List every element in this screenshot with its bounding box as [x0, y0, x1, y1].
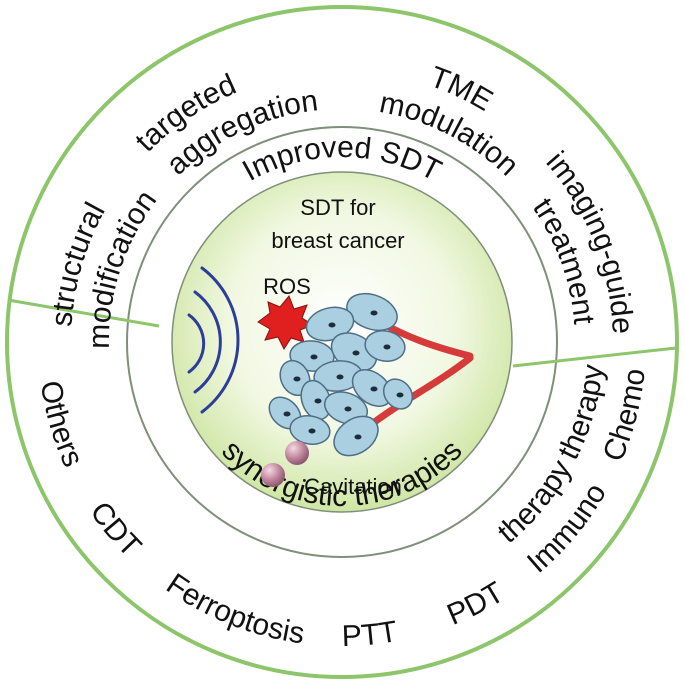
label-others: Others [34, 378, 90, 471]
cavitation-label: Cavitation [304, 474, 402, 499]
cell-nucleus-12 [354, 434, 362, 440]
cell-nucleus-4 [352, 350, 360, 356]
ultrasound-wave-icon [187, 266, 240, 414]
cell-cluster-icon [268, 292, 414, 457]
cell-nucleus-9 [314, 398, 322, 404]
cell-nucleus-13 [308, 428, 316, 434]
cell-nucleus-8 [370, 386, 378, 392]
cavitation-bubble-icon [261, 441, 309, 487]
center-title-line2: breast cancer [271, 228, 404, 253]
label-cdt: CDT [83, 496, 147, 564]
outer-ring [5, 5, 679, 679]
cell-nucleus-6 [293, 376, 301, 382]
cell-nucleus-1 [370, 310, 378, 316]
label-pdt: PDT [442, 576, 509, 632]
cell-nucleus-11 [283, 411, 291, 417]
divider-left [7, 298, 160, 328]
cell-nucleus-7 [336, 374, 344, 380]
inner-ring [126, 126, 558, 558]
divider-right [512, 346, 677, 368]
cell-nucleus-2 [328, 322, 336, 328]
cell-nucleus-10 [344, 406, 352, 412]
cell-nucleus-3 [310, 354, 318, 360]
cell-nucleus-5 [383, 344, 391, 350]
ros-label: ROS [263, 274, 311, 299]
label-ptt: PTT [341, 615, 399, 653]
cell-nucleus-14 [396, 392, 404, 398]
center-title-line1: SDT for [300, 195, 375, 220]
